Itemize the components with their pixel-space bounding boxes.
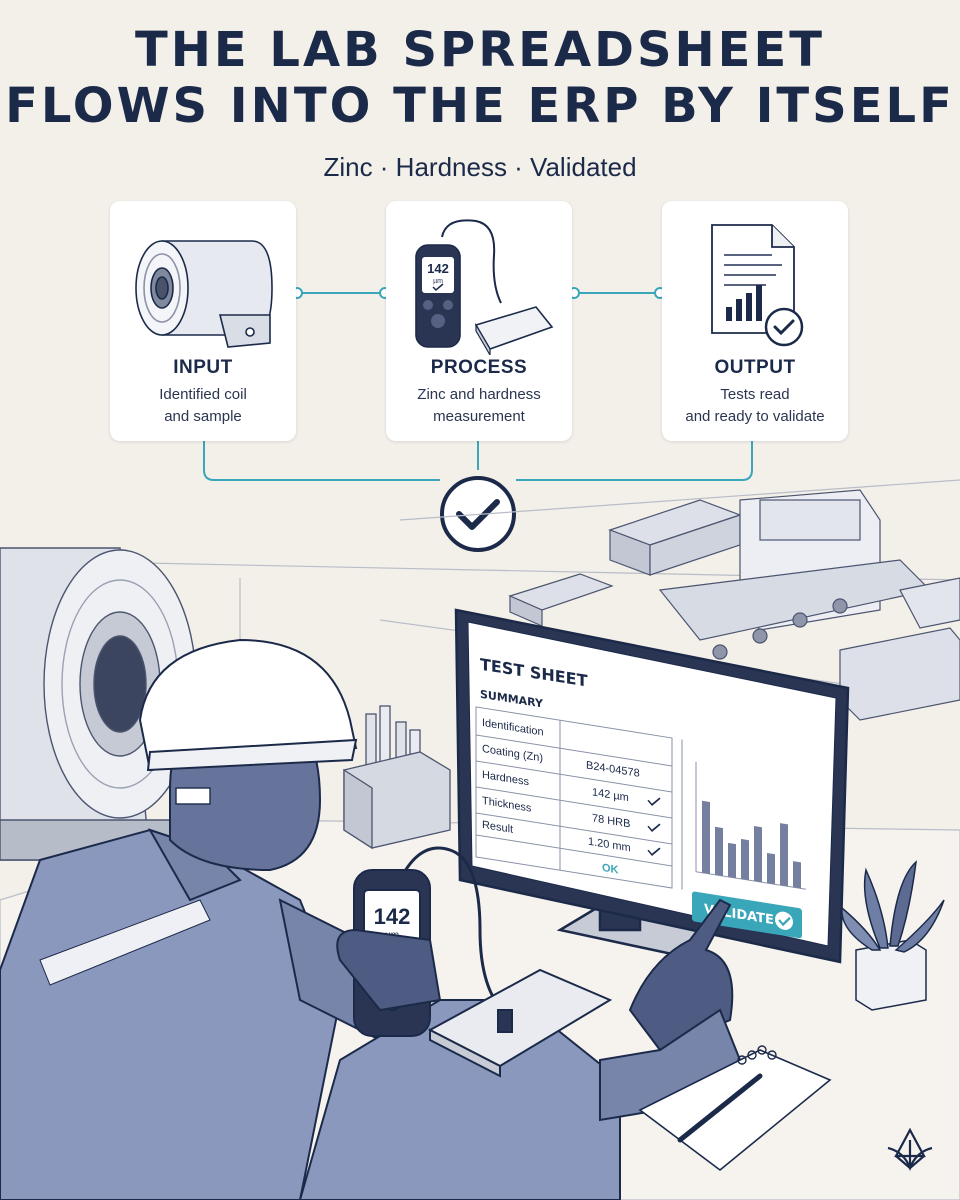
row-label: Result (482, 819, 513, 836)
gauge-reading: 142 (427, 261, 449, 276)
sample-holder (343, 705, 451, 850)
step-description-line: measurement (433, 408, 525, 425)
gauge-unit: µm (433, 278, 443, 285)
row-check-icon (647, 797, 661, 856)
chart-bar (715, 826, 723, 877)
brand-logo-icon (887, 1127, 933, 1172)
mini-bar-chart (695, 761, 806, 890)
notepad (638, 1045, 832, 1172)
chart-bar (767, 853, 775, 885)
headline: THE LAB SPREADSHEET FLOWS INTO THE ERP B… (0, 22, 960, 134)
row-value: 142 µm (592, 786, 629, 804)
chart-bar (754, 825, 762, 883)
step-label: OUTPUT (714, 357, 796, 378)
step-label: INPUT (173, 357, 233, 378)
plant (841, 860, 945, 1011)
chart-bar (741, 838, 749, 881)
headline-line-1: THE LAB SPREADSHEET (135, 22, 825, 78)
step-description-line: Identified coil (159, 386, 247, 403)
step-description-line: Zinc and hardness (417, 386, 541, 403)
chart-bar (728, 842, 736, 879)
step-card-input: INPUT Identified coil and sample (110, 201, 296, 441)
step-description: Tests read and ready to validate (662, 384, 848, 428)
chart-bar (780, 823, 788, 887)
chart-bar (702, 800, 710, 875)
check-icon (778, 916, 791, 927)
step-description-line: and sample (164, 408, 242, 425)
production-line (508, 489, 960, 721)
headline-line-2: FLOWS INTO THE ERP BY ITSELF (5, 78, 955, 134)
report-check-icon (711, 224, 804, 347)
subtitle: Zinc · Hardness · Validated (323, 152, 637, 182)
step-description: Zinc and hardness measurement (386, 384, 572, 428)
step-description-line: and ready to validate (685, 408, 825, 425)
step-description: Identified coil and sample (110, 384, 296, 428)
coating-gauge-large: 142 µm (336, 846, 613, 1078)
step-description-line: Tests read (720, 386, 790, 403)
gauge-large-reading: 142 (374, 904, 411, 929)
step-card-process: 142 µm PROCESS Zinc and hardness measure… (386, 201, 572, 441)
chart-bar (793, 861, 801, 889)
step-card-output: OUTPUT Tests read and ready to validate (662, 201, 848, 441)
coating-gauge-icon: 142 µm (415, 219, 554, 355)
coil-icon (135, 240, 273, 348)
step-label: PROCESS (430, 357, 528, 378)
result-value: OK (602, 862, 618, 877)
